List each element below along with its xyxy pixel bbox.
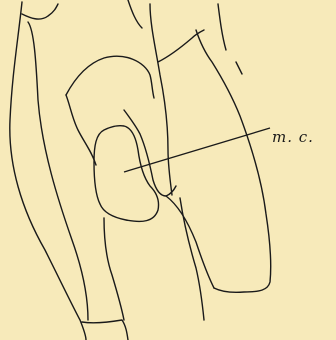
cell-wall-right-fragment bbox=[236, 62, 242, 74]
cell-wall-right-inner bbox=[166, 196, 214, 288]
cell-wall-right-top bbox=[218, 4, 226, 50]
cell-wall-central-lower bbox=[104, 218, 124, 320]
cell-wall-bottom bbox=[82, 320, 128, 340]
cell-wall-central-left bbox=[66, 56, 154, 98]
cell-wall-middle-vertical bbox=[150, 4, 172, 195]
cell-wall-left-outer bbox=[10, 2, 86, 340]
cell-wall-top-left bbox=[22, 4, 58, 19]
cell-wall-right-outer bbox=[196, 30, 271, 292]
cell-wall-middle-upper bbox=[128, 0, 142, 28]
label-mc: m. c. bbox=[272, 128, 314, 146]
marked-cell-outline bbox=[94, 126, 159, 222]
cell-wall-central-side bbox=[66, 95, 96, 165]
